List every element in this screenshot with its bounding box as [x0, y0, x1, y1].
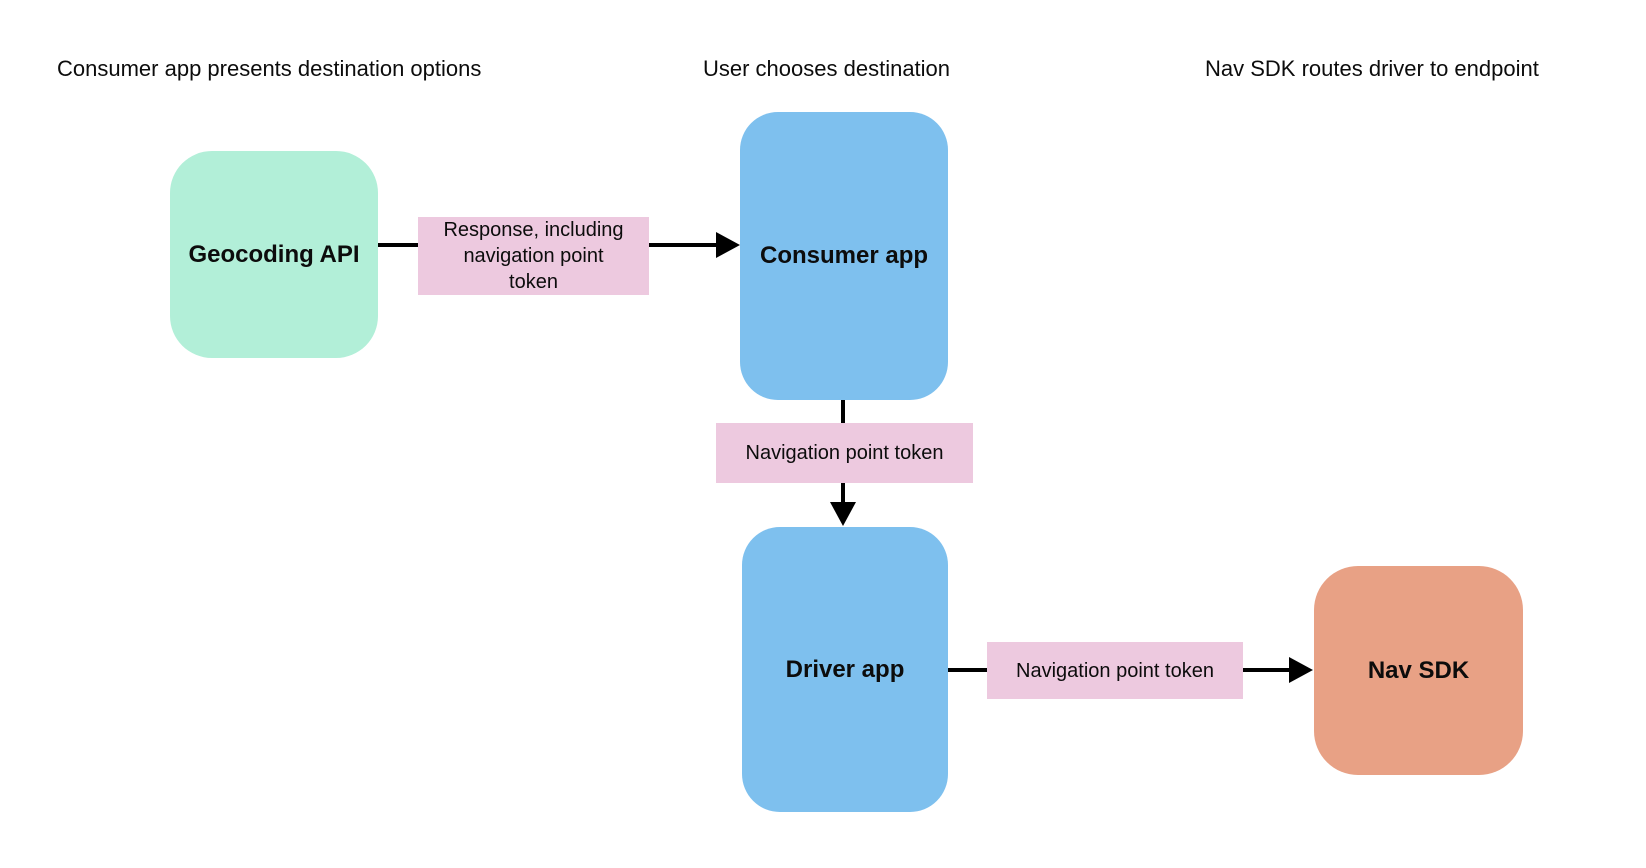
edge-line-driver-to-label	[948, 668, 987, 672]
node-driver-app: Driver app	[742, 527, 948, 812]
stage-header-navsdk-routes: Nav SDK routes driver to endpoint	[1205, 56, 1539, 81]
edge-line-label-to-consumer	[649, 243, 717, 247]
node-consumer-app: Consumer app	[740, 112, 948, 400]
stage-header-user-chooses: User chooses destination	[703, 56, 951, 81]
edge-label-navigation-point-token-1: Navigation point token	[716, 423, 973, 483]
edge-label-navigation-point-token-2: Navigation point token	[987, 642, 1243, 699]
edge-line-label-to-navsdk	[1243, 668, 1290, 672]
edge-label-response-including-token: Response, including navigation point tok…	[418, 217, 649, 295]
arrowhead-into-nav-sdk-icon	[1289, 657, 1313, 683]
edge-line-consumer-to-label	[841, 400, 845, 423]
node-nav-sdk: Nav SDK	[1314, 566, 1523, 775]
arrowhead-into-consumer-app-icon	[716, 232, 740, 258]
arrowhead-into-driver-app-icon	[830, 502, 856, 526]
edge-line-geocoding-to-label	[378, 243, 418, 247]
stage-header-consumer-presents: Consumer app presents destination option…	[57, 56, 482, 81]
node-geocoding-api: Geocoding API	[170, 151, 378, 358]
edge-line-label-to-driver	[841, 483, 845, 503]
